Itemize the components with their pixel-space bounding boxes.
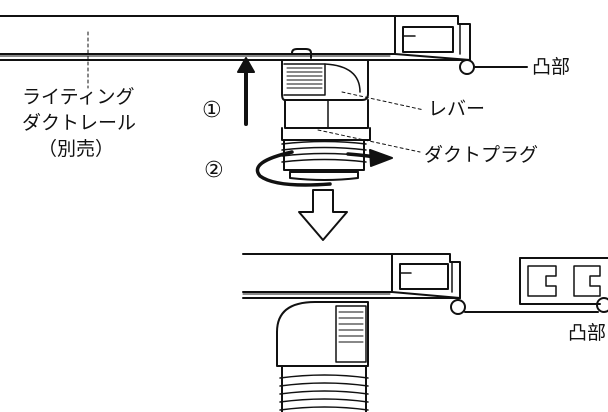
down-arrow-icon bbox=[298, 189, 348, 241]
step-2-marker: ② bbox=[204, 158, 224, 183]
lever-label: レバー bbox=[428, 98, 486, 120]
duct-plug-label: ダクトプラグ bbox=[424, 144, 539, 166]
step-1-marker: ① bbox=[202, 98, 222, 123]
protrusion-marker-bottom bbox=[450, 297, 608, 315]
protrusion-marker-top bbox=[459, 59, 528, 75]
rail-name-line3: （別売） bbox=[38, 138, 115, 160]
leader-lines bbox=[317, 91, 425, 153]
protrusion-label-top: 凸部 bbox=[532, 56, 571, 78]
protrusion-label-bottom: 凸部 bbox=[568, 322, 607, 344]
duct-plug-top bbox=[281, 48, 371, 181]
lighting-duct-rail-top bbox=[0, 15, 471, 89]
duct-plug-bottom bbox=[276, 301, 369, 412]
rail-name-line2: ダクトレール bbox=[22, 112, 137, 134]
rail-end-cap bbox=[519, 257, 608, 305]
lighting-duct-rail-bottom bbox=[242, 253, 461, 299]
up-arrow-icon bbox=[237, 57, 255, 126]
rail-name-line1: ライティング bbox=[22, 86, 135, 108]
rotate-arrow-icon bbox=[255, 149, 393, 187]
